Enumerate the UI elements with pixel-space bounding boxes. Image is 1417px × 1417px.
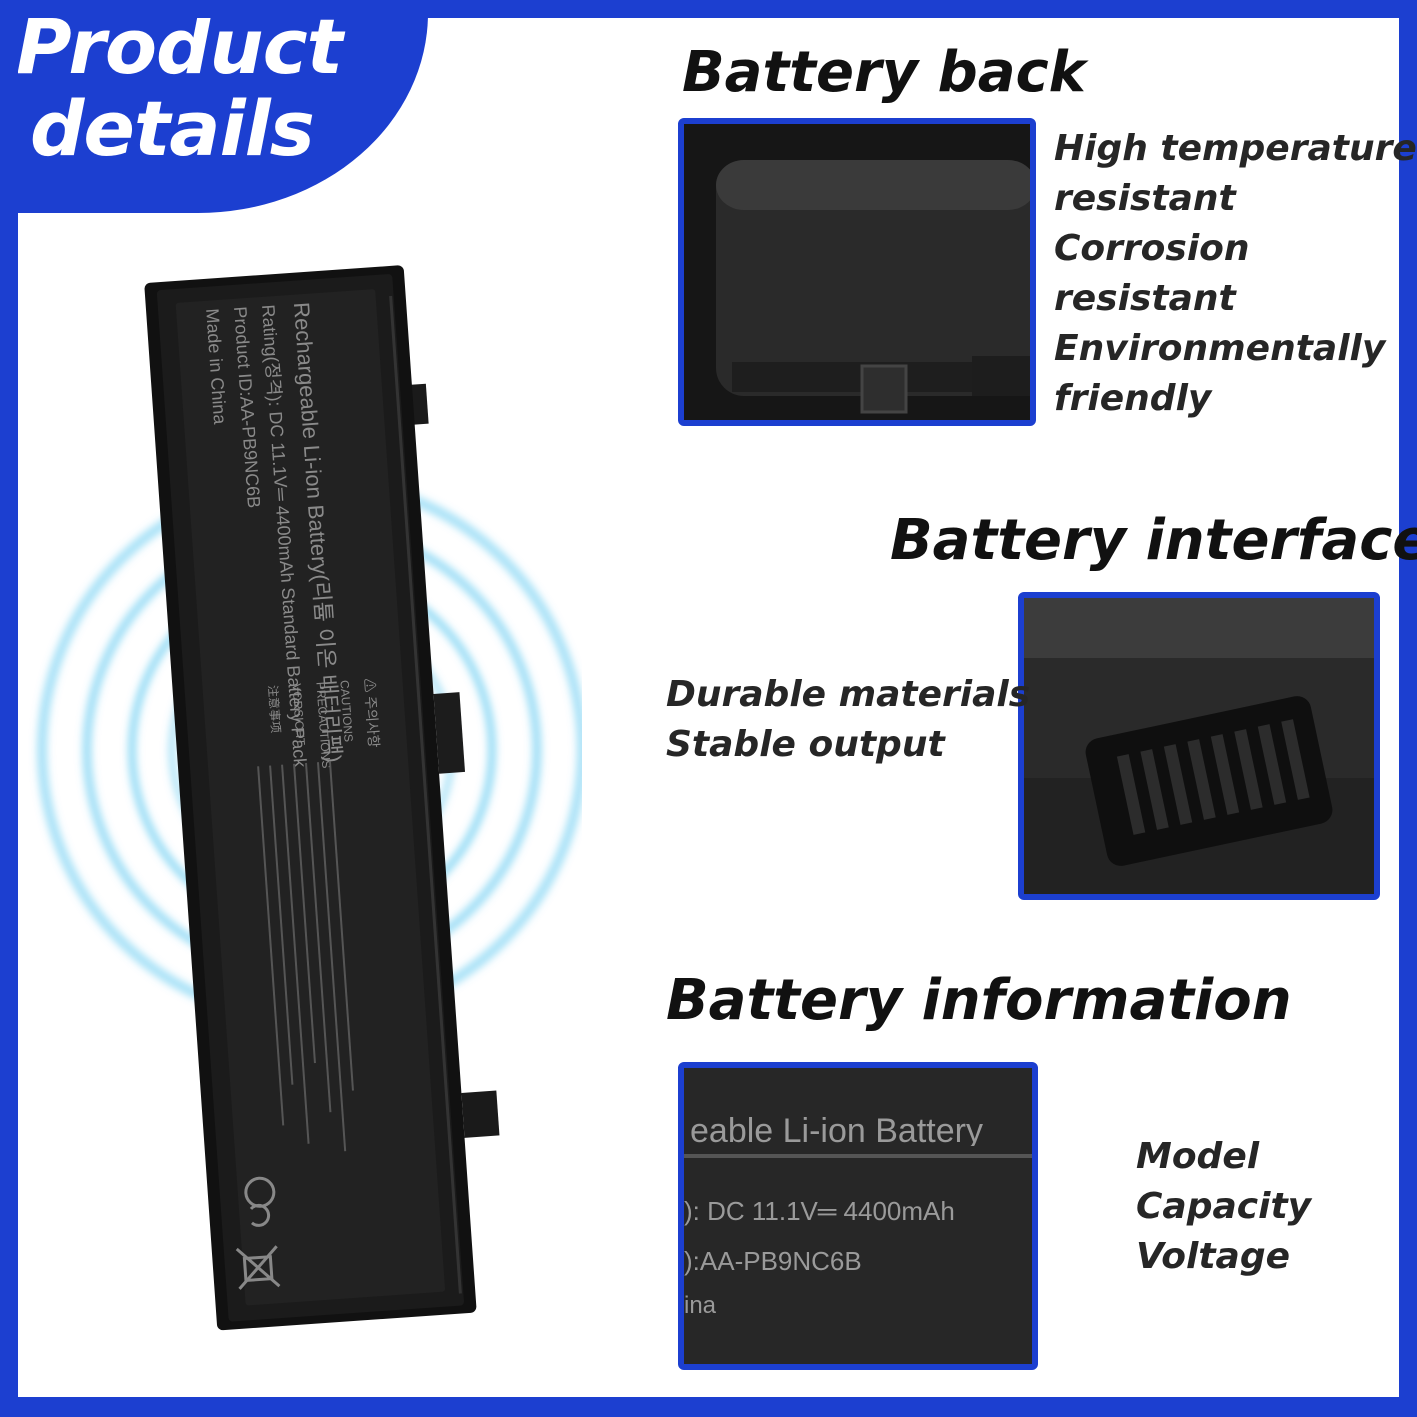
battery-back-features: High temperature resistant Corrosion res… <box>1054 124 1417 424</box>
battery-information-photo: eable Li-ion Battery ): DC 11.1V═ 4400mA… <box>678 1062 1038 1370</box>
label-caution-head: ⚠ 주의사항 <box>361 678 382 748</box>
badge-line-1: Product <box>18 18 343 91</box>
closeup-line-rating: ): DC 11.1V═ 4400mAh <box>684 1196 955 1226</box>
battery-interface-features: Durable materials Stable output <box>666 670 1030 770</box>
product-details-badge: Product details <box>18 18 428 213</box>
feature-model: Model <box>1136 1136 1260 1177</box>
badge-title: Product details <box>18 18 343 173</box>
battery-information-features: Model Capacity Voltage <box>1136 1132 1311 1282</box>
feature-corrosion: Corrosion <box>1054 228 1250 269</box>
feature-environmentally: Environmentally <box>1054 328 1386 369</box>
heading-battery-interface: Battery interface <box>890 508 1417 573</box>
certification-icons <box>235 1176 281 1290</box>
label-caution-2: PRECAUTIONS <box>313 681 333 768</box>
battery-back-photo <box>678 118 1036 426</box>
closeup-line-origin: ina <box>684 1292 717 1319</box>
label-caution-4: 注意事项 <box>266 685 284 734</box>
feature-resistant-1: resistant <box>1054 178 1236 219</box>
closeup-line-title: eable Li-ion Battery <box>690 1112 983 1146</box>
feature-durable-materials: Durable materials <box>666 674 1031 715</box>
closeup-line-product-id: ):AA-PB9NC6B <box>684 1246 862 1276</box>
feature-capacity: Capacity <box>1136 1186 1312 1227</box>
feature-resistant-2: resistant <box>1054 278 1236 319</box>
heading-battery-information: Battery information <box>666 968 1292 1033</box>
heading-battery-back: Battery back <box>682 40 1086 105</box>
battery-interface-photo <box>1018 592 1380 900</box>
feature-friendly: friendly <box>1054 378 1212 419</box>
feature-stable-output: Stable output <box>666 724 945 765</box>
label-caution-3: VORSICHT <box>289 683 307 746</box>
feature-high-temperature: High temperature <box>1054 128 1417 169</box>
feature-voltage: Voltage <box>1136 1236 1291 1277</box>
label-caution-1: CAUTIONS <box>337 680 355 743</box>
badge-line-2: details <box>30 84 315 173</box>
